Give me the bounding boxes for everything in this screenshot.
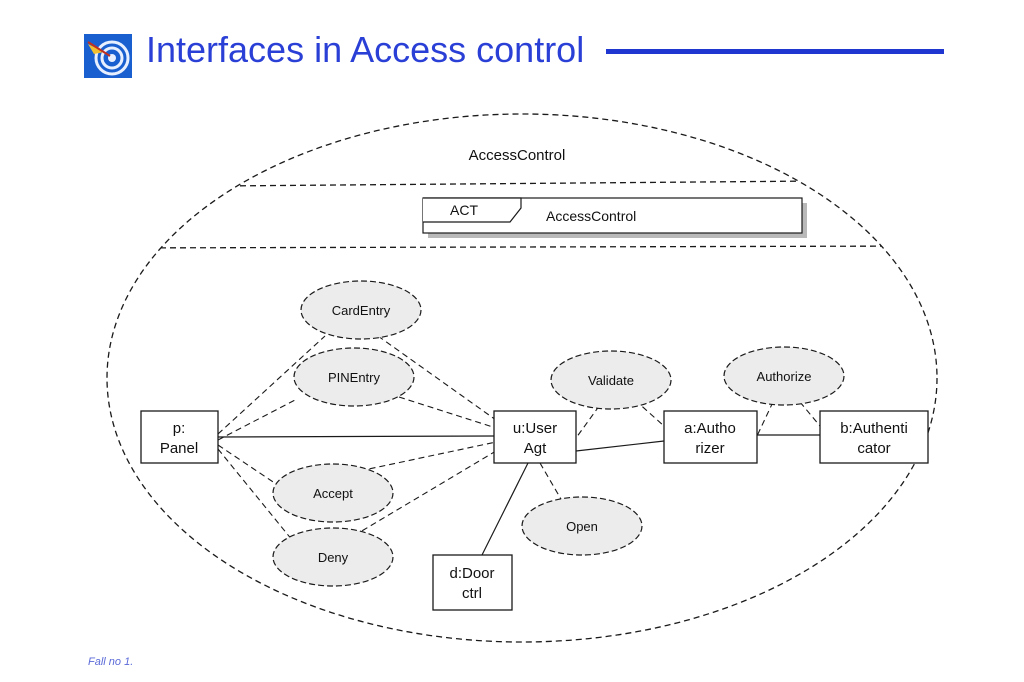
compartment-divider-bottom bbox=[107, 245, 937, 249]
target-logo-icon bbox=[84, 34, 132, 78]
component-authorizer: a:Autho rizer bbox=[663, 410, 758, 464]
outer-actor-ellipse bbox=[106, 113, 938, 643]
component-useragt: u:User Agt bbox=[493, 410, 577, 464]
component-useragt-line1: u:User bbox=[513, 420, 557, 437]
component-authorizer-line2: rizer bbox=[695, 440, 724, 457]
header: Interfaces in Access control bbox=[84, 28, 954, 80]
interface-authorize: Authorize bbox=[723, 346, 845, 406]
page-title: Interfaces in Access control bbox=[146, 29, 585, 70]
component-panel: p: Panel bbox=[140, 410, 219, 464]
interface-validate: Validate bbox=[550, 350, 672, 410]
interface-deny: Deny bbox=[272, 527, 394, 587]
interface-open-label: Open bbox=[566, 519, 598, 534]
footer-text: Fall no 1. bbox=[88, 656, 134, 668]
interface-deny-label: Deny bbox=[318, 550, 349, 565]
interface-validate-label: Validate bbox=[588, 373, 634, 388]
interface-accept-label: Accept bbox=[313, 486, 353, 501]
component-authorizer-line1: a:Autho bbox=[684, 420, 736, 437]
component-doorctrl-line2: ctrl bbox=[462, 585, 482, 602]
title-rule bbox=[606, 49, 944, 54]
component-authenticator-line1: b:Authenti bbox=[840, 420, 908, 437]
component-authenticator-line2: cator bbox=[857, 440, 890, 457]
interface-open: Open bbox=[521, 496, 643, 556]
act-name-label: AccessControl bbox=[546, 208, 636, 224]
component-authenticator: b:Authenti cator bbox=[819, 410, 929, 464]
interface-cardentry: CardEntry bbox=[300, 280, 422, 340]
act-box: ACT AccessControl bbox=[422, 197, 807, 238]
interface-accept: Accept bbox=[272, 463, 394, 523]
component-panel-line1: p: bbox=[173, 420, 186, 437]
component-panel-line2: Panel bbox=[160, 440, 198, 457]
interface-connectors bbox=[217, 335, 821, 547]
component-doorctrl: d:Door ctrl bbox=[432, 554, 513, 611]
interface-authorize-label: Authorize bbox=[757, 369, 812, 384]
outer-actor-label: AccessControl bbox=[469, 147, 566, 164]
interface-pinentry: PINEntry bbox=[293, 347, 415, 407]
component-doorctrl-line1: d:Door bbox=[449, 565, 494, 582]
interface-pinentry-label: PINEntry bbox=[328, 370, 381, 385]
compartment-divider-top bbox=[107, 179, 937, 188]
interface-cardentry-label: CardEntry bbox=[332, 303, 391, 318]
component-connectors bbox=[217, 434, 820, 556]
act-tag-label: ACT bbox=[450, 202, 478, 218]
component-useragt-line2: Agt bbox=[524, 440, 547, 457]
